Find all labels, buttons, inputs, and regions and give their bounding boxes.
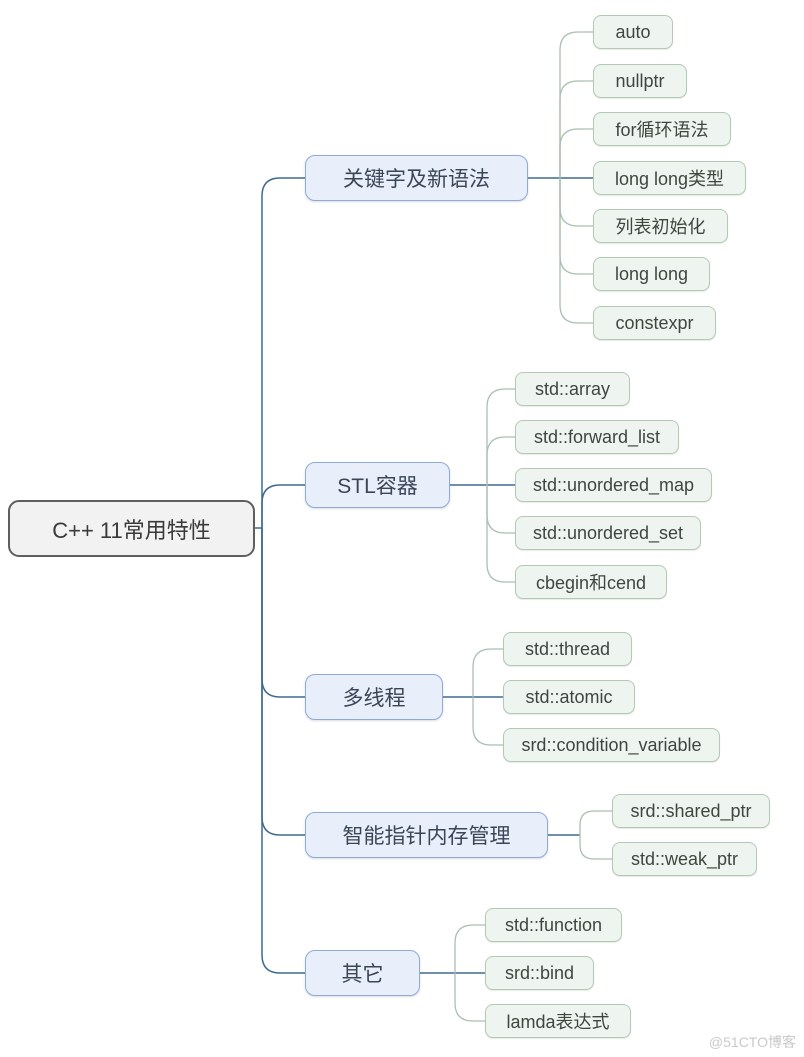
- leaf-for-loop-syntax[interactable]: for循环语法: [593, 112, 731, 146]
- leaf-std-unordered-set[interactable]: std::unordered_set: [515, 516, 701, 550]
- leaf-condition-variable[interactable]: srd::condition_variable: [503, 728, 720, 762]
- branch-keywords-syntax[interactable]: 关键字及新语法: [305, 155, 528, 201]
- leaf-list-initialization[interactable]: 列表初始化: [593, 209, 728, 243]
- leaf-auto[interactable]: auto: [593, 15, 673, 49]
- leaf-std-unordered-map[interactable]: std::unordered_map: [515, 468, 712, 502]
- leaf-std-atomic[interactable]: std::atomic: [503, 680, 635, 714]
- branch-leaf-connectors: [454, 31, 612, 1022]
- branch-others[interactable]: 其它: [305, 950, 420, 996]
- branch-stl-containers[interactable]: STL容器: [305, 462, 450, 508]
- leaf-nullptr[interactable]: nullptr: [593, 64, 687, 98]
- leaf-constexpr[interactable]: constexpr: [593, 306, 716, 340]
- branch-multithreading[interactable]: 多线程: [305, 674, 443, 720]
- leaf-long-long-type[interactable]: long long类型: [593, 161, 746, 195]
- leaf-std-forward-list[interactable]: std::forward_list: [515, 420, 679, 454]
- leaf-srd-bind[interactable]: srd::bind: [485, 956, 594, 990]
- leaf-std-thread[interactable]: std::thread: [503, 632, 632, 666]
- root-node[interactable]: C++ 11常用特性: [8, 500, 255, 557]
- root-branch-connectors: [255, 177, 593, 974]
- leaf-long-long[interactable]: long long: [593, 257, 710, 291]
- watermark-51cto: @51CTO博客: [708, 1034, 796, 1050]
- leaf-weak-ptr[interactable]: std::weak_ptr: [612, 842, 757, 876]
- leaf-std-array[interactable]: std::array: [515, 372, 630, 406]
- leaf-lambda-expression[interactable]: lamda表达式: [485, 1004, 631, 1038]
- leaf-std-function[interactable]: std::function: [485, 908, 622, 942]
- leaf-shared-ptr[interactable]: srd::shared_ptr: [612, 794, 770, 828]
- leaf-cbegin-cend[interactable]: cbegin和cend: [515, 565, 667, 599]
- branch-smart-pointer-memory[interactable]: 智能指针内存管理: [305, 812, 548, 858]
